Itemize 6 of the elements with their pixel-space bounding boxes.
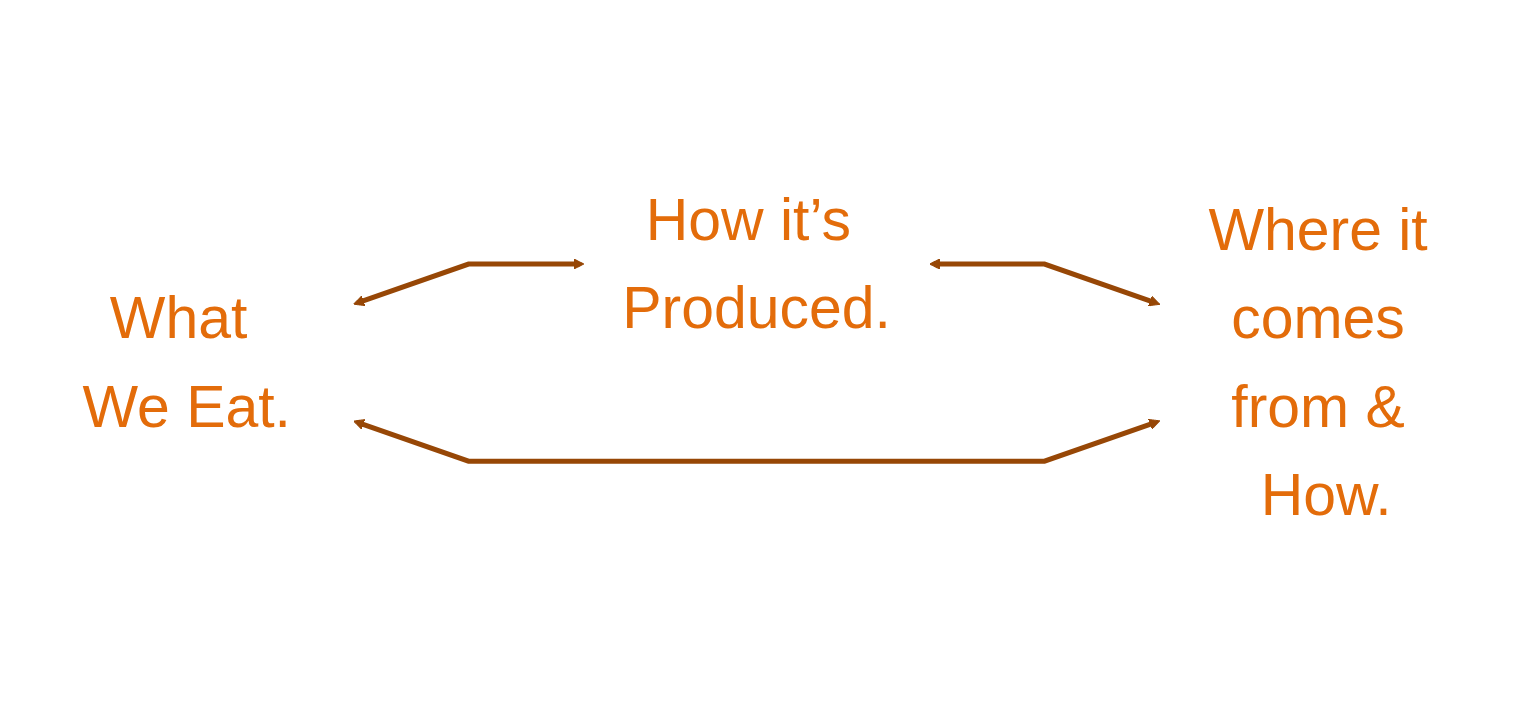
arrow: [353, 258, 585, 307]
arrow: [929, 258, 1161, 307]
node-text: How it’s Produced.: [622, 185, 891, 341]
arrow: [353, 418, 1161, 464]
node-text: What We Eat.: [82, 284, 291, 440]
node-text: Where it comes from & How.: [1208, 196, 1428, 528]
